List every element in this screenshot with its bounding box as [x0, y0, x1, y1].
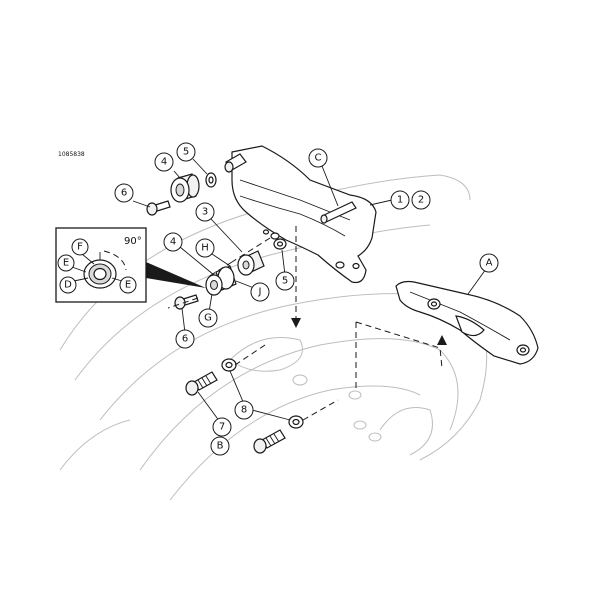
- arrow-up: [437, 335, 447, 345]
- inset-callout-F: F: [71, 238, 89, 256]
- screw-7-lower: [253, 429, 286, 454]
- lower-washer-5: [273, 238, 287, 250]
- svg-text:6: 6: [121, 188, 127, 199]
- svg-text:J: J: [258, 287, 262, 298]
- callout-2: 2: [411, 190, 431, 210]
- alignment-dashes: [167, 226, 443, 421]
- callout-H: H: [195, 238, 215, 258]
- svg-text:E: E: [125, 280, 131, 291]
- callout-3: 3: [195, 202, 215, 222]
- svg-text:A: A: [486, 258, 493, 269]
- washer-8-lower: [288, 415, 304, 429]
- inset-pointer: [146, 262, 206, 288]
- upper-bracket-stud: [224, 153, 247, 173]
- callout-8: 8: [234, 400, 254, 420]
- svg-text:F: F: [77, 242, 83, 253]
- screw-7-upper: [185, 371, 218, 396]
- callout-B: B: [210, 436, 230, 456]
- svg-text:3: 3: [202, 207, 208, 218]
- svg-text:4: 4: [170, 237, 176, 248]
- washer-8-upper: [221, 358, 237, 372]
- callout-5-lower: 5: [275, 271, 295, 291]
- upper-bushing-4: [170, 173, 200, 203]
- callout-4-upper: 4: [154, 152, 174, 172]
- svg-text:1: 1: [397, 195, 403, 206]
- svg-text:C: C: [315, 153, 322, 164]
- lower-screw-6: [174, 294, 199, 310]
- arrow-down: [291, 318, 301, 328]
- inset-callout-E-right: E: [119, 276, 137, 294]
- angle-arc: [103, 250, 127, 271]
- callout-6-lower: 6: [175, 329, 195, 349]
- svg-text:5: 5: [183, 147, 189, 158]
- callout-J: J: [250, 282, 270, 302]
- svg-text:7: 7: [219, 422, 225, 433]
- spacer-3: [237, 250, 265, 276]
- svg-text:4: 4: [161, 157, 167, 168]
- inset-callout-E-left: E: [57, 254, 75, 272]
- svg-text:G: G: [204, 313, 212, 324]
- lower-bushing-4: [205, 265, 237, 296]
- svg-text:E: E: [63, 258, 69, 269]
- svg-text:H: H: [201, 243, 209, 254]
- callout-5-upper: 5: [176, 142, 196, 162]
- svg-text:2: 2: [418, 195, 424, 206]
- inset-angle-label: 90°: [124, 236, 142, 247]
- upper-screw-6: [146, 200, 171, 216]
- callout-7: 7: [212, 417, 232, 437]
- figure-id: 1085838: [58, 151, 85, 158]
- callout-4-lower: 4: [163, 232, 183, 252]
- callout-1: 1: [390, 190, 410, 210]
- svg-text:D: D: [64, 280, 72, 291]
- callout-G: G: [198, 308, 218, 328]
- svg-text:8: 8: [241, 405, 247, 416]
- bracket-stud: [320, 201, 357, 224]
- callout-A: A: [479, 253, 499, 273]
- upper-washer-5: [205, 172, 217, 188]
- svg-text:B: B: [217, 441, 224, 452]
- inset-callout-D: D: [59, 276, 77, 294]
- mounting-bracket: [231, 145, 377, 284]
- leader-lines: [71, 158, 487, 423]
- svg-text:6: 6: [182, 334, 188, 345]
- cover-A: [395, 280, 539, 365]
- callout-C: C: [308, 148, 328, 168]
- callout-6-upper: 6: [114, 183, 134, 203]
- svg-text:5: 5: [282, 276, 288, 287]
